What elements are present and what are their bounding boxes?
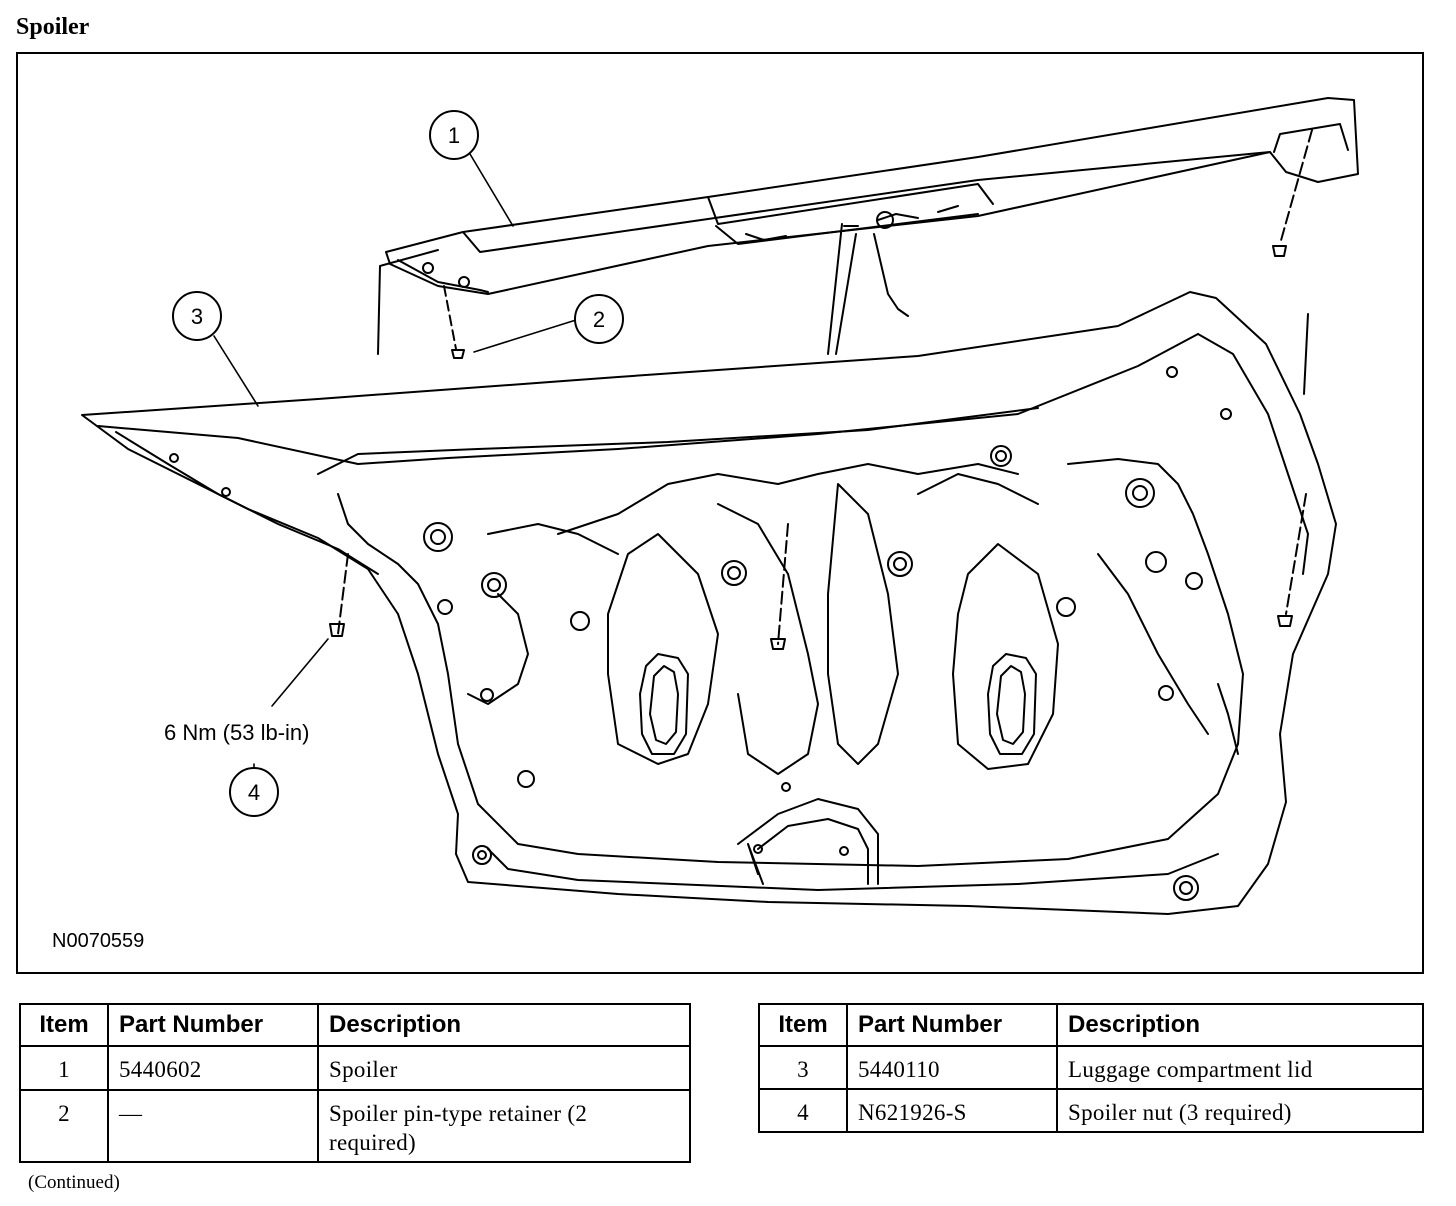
- cell-description: Spoiler pin-type retainer (2 required): [317, 1089, 691, 1163]
- parts-table-right: Item Part Number Description 3 5440110 L…: [758, 1003, 1424, 1133]
- cell-item: 4: [758, 1088, 848, 1133]
- figure-id-label: N0070559: [52, 930, 145, 952]
- table-row: 2 — Spoiler pin-type retainer (2 require…: [19, 1089, 691, 1163]
- callout-leaders: [213, 153, 577, 771]
- cell-description: Luggage compartment lid: [1056, 1045, 1424, 1090]
- spoiler-exploded-view-drawing: 1 2 3 4: [81, 97, 1359, 915]
- continued-note: (Continued): [28, 1172, 120, 1193]
- cell-item: 2: [19, 1089, 109, 1163]
- exploded-view-figure: 1 2 3 4 6 Nm (53 lb-in) N0070559: [16, 52, 1424, 974]
- table-row: 3 5440110 Luggage compartment lid: [758, 1045, 1424, 1090]
- section-title: Spoiler: [16, 14, 90, 40]
- callout-4-number: 4: [248, 780, 260, 805]
- spoiler-part-drawing: [385, 97, 1359, 295]
- table-header-row: Item Part Number Description: [19, 1003, 691, 1047]
- cell-item: 1: [19, 1045, 109, 1091]
- table-row: 1 5440602 Spoiler: [19, 1045, 691, 1091]
- header-item: Item: [758, 1003, 848, 1047]
- cell-part-number: 5440602: [107, 1045, 319, 1091]
- header-part-number: Part Number: [107, 1003, 319, 1047]
- cell-item: 3: [758, 1045, 848, 1090]
- cell-part-number: —: [107, 1089, 319, 1163]
- header-description: Description: [317, 1003, 691, 1047]
- torque-spec-label: 6 Nm (53 lb-in): [164, 720, 310, 745]
- header-description: Description: [1056, 1003, 1424, 1047]
- table-row: 4 N621926-S Spoiler nut (3 required): [758, 1088, 1424, 1133]
- callout-2-circle: [574, 294, 624, 344]
- cell-description: Spoiler nut (3 required): [1056, 1088, 1424, 1133]
- callout-4-circle: [229, 767, 279, 817]
- callout-3-number: 3: [191, 304, 203, 329]
- callout-1-number: 1: [448, 123, 460, 148]
- callout-1-circle: [429, 110, 479, 160]
- cell-part-number: N621926-S: [846, 1088, 1058, 1133]
- callout-3-circle: [172, 291, 222, 341]
- luggage-compartment-lid-drawing: [81, 291, 1337, 915]
- callout-2-number: 2: [593, 307, 605, 332]
- parts-table-left: Item Part Number Description 1 5440602 S…: [19, 1003, 691, 1163]
- header-item: Item: [19, 1003, 109, 1047]
- header-part-number: Part Number: [846, 1003, 1058, 1047]
- fastener-drawings: [329, 129, 1313, 650]
- table-header-row: Item Part Number Description: [758, 1003, 1424, 1047]
- callout-circles: [172, 110, 624, 817]
- cell-description: Spoiler: [317, 1045, 691, 1091]
- cell-part-number: 5440110: [846, 1045, 1058, 1090]
